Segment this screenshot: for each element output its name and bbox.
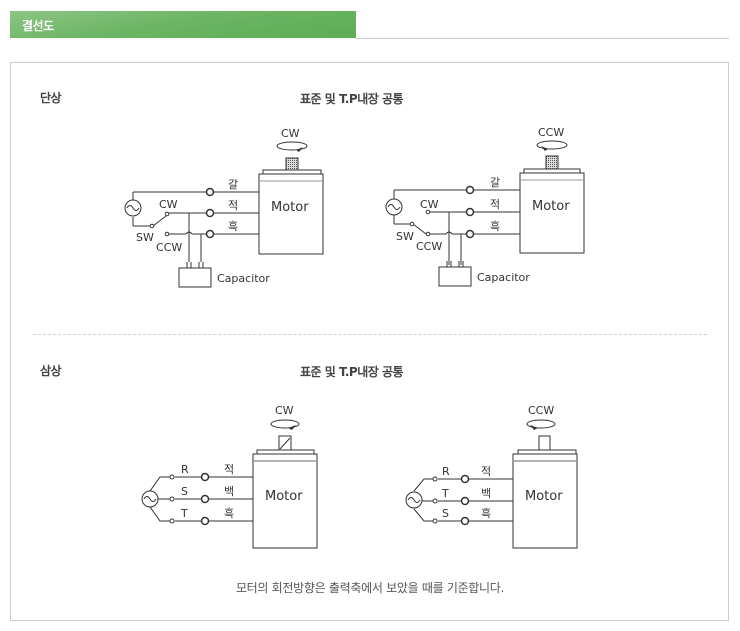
motor-shaft [285,157,299,171]
wire-label: 흑 [228,219,238,233]
motor-shaft [545,155,559,170]
rotation-label: CW [281,127,300,140]
motor-flange [523,168,581,174]
rotation-label: CCW [528,404,554,417]
rotation-label: CW [275,404,294,417]
switch-cw-label: CW [420,198,439,211]
phase-label: S [181,485,188,498]
single-phase-title: 단상 [40,91,62,105]
rotation-arrow-icon [276,141,308,152]
section-divider [33,334,707,335]
motor-body [512,453,578,549]
rotation-direction-note: 모터의 회전방향은 출력축에서 보았을 때를 기준합니다. [235,581,505,595]
wire-label: 흑 [224,506,234,520]
motor-flange [517,449,577,455]
motor-flange [256,449,315,455]
phase-label: S [442,507,449,520]
wire-label: 적 [228,199,238,212]
terminals [205,187,215,239]
switch-ccw-label: CCW [156,241,182,254]
rotation-arrow-icon [270,419,300,430]
motor-label: Motor [532,199,570,214]
three-phase-title: 삼상 [40,364,62,378]
switch-label: SW [396,230,414,243]
wire-label: 갈 [228,177,238,191]
wire-label: 적 [481,465,491,478]
three-phase-ccw-diagram: CCW Motor R T S 적 백 흑 [405,404,578,549]
switch-label: SW [136,231,154,244]
single-phase-ccw-diagram: CCW Motor [385,126,585,287]
wire-label: 백 [481,487,491,500]
terminals [465,185,475,239]
motor-body [258,173,324,255]
motor-label: Motor [271,200,309,215]
single-phase-subtitle: 표준 및 T.P내장 공통 [300,92,404,106]
motor-label: Motor [265,489,303,504]
rotation-label: CCW [538,126,564,139]
motor-flange [262,169,322,175]
terminals [200,472,210,526]
page-title: 결선도 [22,19,54,33]
rotation-arrow-icon [536,140,568,151]
single-phase-cw-diagram: CW Motor [124,127,324,288]
rotation-arrow-icon [526,419,556,430]
terminals [460,474,470,526]
wire-label: 백 [224,485,234,498]
header-underline [356,38,729,39]
ac-source-icon [385,198,403,216]
phase-label: R [442,465,450,478]
wire-label: 갈 [490,175,500,189]
motor-body [519,172,585,254]
switch-cw-label: CW [159,198,178,211]
phase-label: R [181,463,189,476]
section-header-bar: 결선도 [10,11,356,38]
wire-label: 적 [490,198,500,211]
ac-source-icon [141,490,159,508]
motor-shaft [538,435,551,451]
switch-ccw-label: CCW [416,240,442,253]
capacitor-label: Capacitor [477,271,530,284]
capacitor [438,266,472,287]
phase-label: T [441,487,449,500]
wire-label: 흑 [481,506,491,520]
wiring-diagram-panel [10,62,729,621]
ac-source-icon [405,491,423,509]
capacitor [178,267,212,288]
motor-body [252,453,318,549]
ac-source-icon [124,199,142,217]
capacitor-label: Capacitor [217,272,270,285]
wire-label: 적 [224,463,234,476]
three-phase-cw-diagram: CW Motor R S T 적 백 흑 [141,404,318,549]
motor-label: Motor [525,489,563,504]
wire-label: 흑 [490,219,500,233]
three-phase-subtitle: 표준 및 T.P내장 공통 [300,365,404,379]
phase-label: T [180,507,188,520]
